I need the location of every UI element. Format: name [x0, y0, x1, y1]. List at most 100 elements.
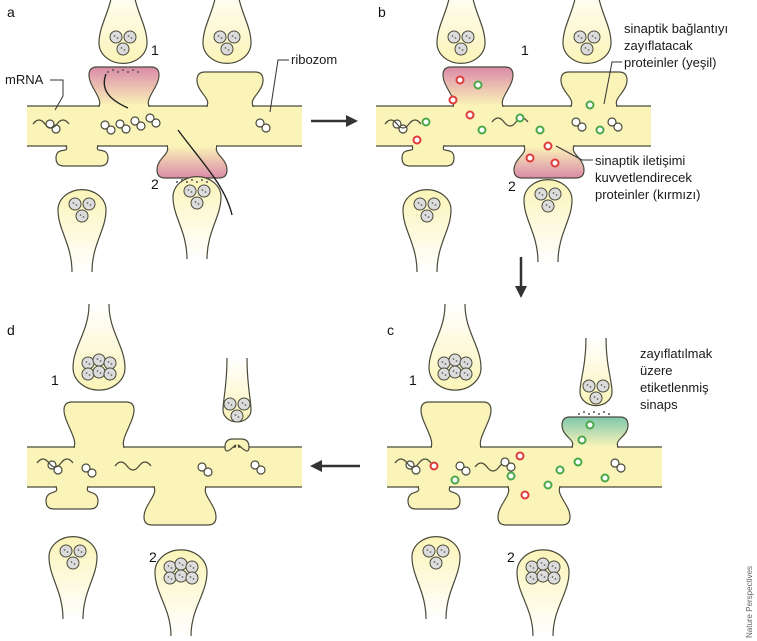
synaptic-vesicle [548, 561, 560, 573]
synaptic-vesicle [104, 357, 116, 369]
vesicle-dot [430, 551, 432, 553]
vesicle-dot [453, 370, 455, 372]
vesicle-dot [73, 202, 75, 204]
label-tagged-synapse-line2: üzere [640, 363, 673, 378]
vesicle-dot [202, 189, 204, 191]
vesicle-dot [245, 404, 247, 406]
vesicle-dot [242, 402, 244, 404]
synaptic-vesicle [438, 357, 450, 369]
vesicle-dot [425, 214, 427, 216]
vesicle-dot [462, 49, 464, 51]
synaptic-vesicle [437, 545, 449, 557]
vesicle-dot [168, 576, 170, 578]
synaptic-vesicle [214, 31, 226, 43]
synaptic-vesicle [191, 197, 203, 209]
panel-letter-d: d [7, 322, 15, 338]
panel-b [376, 0, 651, 272]
synaptic-vesicle [438, 368, 450, 380]
vesicle-dot [428, 216, 430, 218]
ribosome [204, 468, 212, 476]
vesicle-dot [97, 370, 99, 372]
panel-c [387, 304, 662, 636]
vesicle-dot [171, 567, 173, 569]
vesicle-dot [90, 204, 92, 206]
label-tagged-synapse-line1: zayıflatılmak [640, 346, 713, 361]
vesicle-dot [225, 47, 227, 49]
protein-green [557, 467, 564, 474]
spine-neck [236, 446, 238, 449]
label-red-proteins-line2: kuvvetlendirecek [595, 170, 692, 185]
synaptic-vesicle [164, 572, 176, 584]
protein-red [517, 453, 524, 460]
vesicle-dot [228, 402, 230, 404]
synaptic-vesicle [175, 570, 187, 582]
synaptic-vesicle [526, 561, 538, 573]
vesicle-dot [437, 563, 439, 565]
vesicle-dot [111, 363, 113, 365]
vesicle-dot [442, 372, 444, 374]
credit-text: Nature Perspectives [745, 566, 754, 638]
synaptic-vesicle [164, 561, 176, 573]
vesicle-dot [552, 576, 554, 578]
neurotransmitter-dot [603, 411, 605, 413]
synapse-number-2: 2 [151, 176, 159, 192]
ribosome [462, 467, 470, 475]
vesicle-dot [78, 549, 80, 551]
synaptic-vesicle [537, 570, 549, 582]
label-tagged-synapse-line3: etiketlenmiş [640, 380, 709, 395]
vesicle-dot [231, 404, 233, 406]
synapse-number-2: 2 [508, 178, 516, 194]
vesicle-dot [530, 565, 532, 567]
protein-red [545, 143, 552, 150]
vesicle-dot [453, 358, 455, 360]
spine-neck [208, 105, 252, 108]
vesicle-dot [100, 372, 102, 374]
vesicle-dot [533, 578, 535, 580]
synaptic-vesicle [449, 366, 461, 378]
vesicle-dot [553, 192, 555, 194]
panel-letter-b: b [378, 4, 386, 20]
ribosome [152, 119, 160, 127]
synaptic-vesicle [224, 398, 236, 410]
protein-green [479, 127, 486, 134]
vesicle-dot [190, 576, 192, 578]
vesicle-dot [128, 35, 130, 37]
neurotransmitter-dot [112, 69, 114, 71]
vesicle-dot [182, 576, 184, 578]
synaptic-vesicle [104, 368, 116, 380]
vesicle-dot [89, 363, 91, 365]
dendritic-spine [144, 487, 216, 525]
vesicle-dot [452, 35, 454, 37]
label-green-proteins-line3: proteinler (yeşil) [624, 55, 716, 70]
vesicle-dot [444, 551, 446, 553]
synaptic-vesicle [421, 210, 433, 222]
synaptic-vesicle [60, 545, 72, 557]
vesicle-dot [555, 567, 557, 569]
protein-green [537, 127, 544, 134]
label-red-proteins-line3: proteinler (kırmızı) [595, 187, 700, 202]
panel-letter-c: c [387, 322, 394, 338]
ribosome [122, 125, 130, 133]
protein-red [467, 112, 474, 119]
synaptic-vesicle [597, 380, 609, 392]
synaptic-vesicle [448, 31, 460, 43]
vesicle-dot [100, 360, 102, 362]
vesicle-dot [595, 37, 597, 39]
vesicle-dot [533, 567, 535, 569]
vesicle-dot [601, 384, 603, 386]
vesicle-dot [585, 47, 587, 49]
dendritic-spine [498, 487, 570, 525]
vesicle-dot [456, 360, 458, 362]
dendritic-spine [56, 146, 108, 166]
synapse-number-1: 1 [51, 372, 59, 388]
dendritic-spine [157, 146, 227, 178]
synaptic-vesicle [423, 545, 435, 557]
synaptic-vesicle [455, 43, 467, 55]
synaptic-vesicle [228, 31, 240, 43]
label-tagged-synapse-line4: sinaps [640, 397, 678, 412]
label-green-proteins-line2: zayıflatacak [624, 38, 693, 53]
vesicle-dot [555, 578, 557, 580]
vesicle-dot [549, 206, 551, 208]
protein-green [423, 119, 430, 126]
